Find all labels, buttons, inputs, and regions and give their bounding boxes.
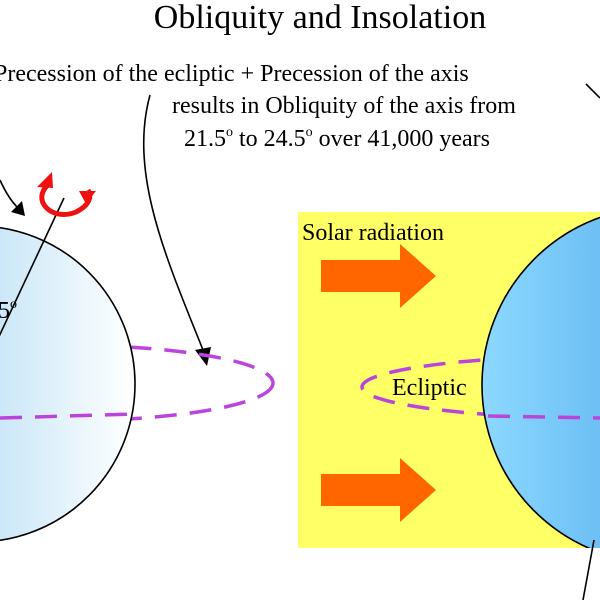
earth-axis-line xyxy=(0,197,65,337)
solar-radiation-label: Solar radiation xyxy=(302,220,444,246)
caption-line-2: results in Obliquity of the axis from xyxy=(172,93,516,119)
right-axis-line xyxy=(582,539,595,600)
caption-line-3: 21.5o to 24.5o over 41,000 years xyxy=(184,125,490,152)
right-ecliptic-front xyxy=(487,414,600,420)
right-ecliptic-back xyxy=(360,353,600,421)
left-ecliptic-front xyxy=(0,412,136,420)
pointer-line-right xyxy=(585,83,600,99)
left-globe-sphere xyxy=(0,226,136,542)
axis-arrow-line xyxy=(0,179,19,209)
ecliptic-label: Ecliptic xyxy=(392,375,467,401)
left-globe: 5o xyxy=(0,172,275,542)
right-panel: Solar radiation Ecliptic xyxy=(298,212,600,548)
right-arrow-icon xyxy=(321,458,436,522)
right-arrow-icon xyxy=(321,244,436,308)
right-globe-sphere xyxy=(481,216,600,548)
axis-arrowhead-icon xyxy=(11,201,25,216)
caption-line-1: Precession of the ecliptic + Precession … xyxy=(0,61,469,87)
pointer-arrow-line xyxy=(142,94,206,356)
page-title: Obliquity and Insolation xyxy=(154,0,486,36)
angle-label: 5o xyxy=(0,297,17,324)
counterclockwise-rotation-icon xyxy=(37,172,96,217)
